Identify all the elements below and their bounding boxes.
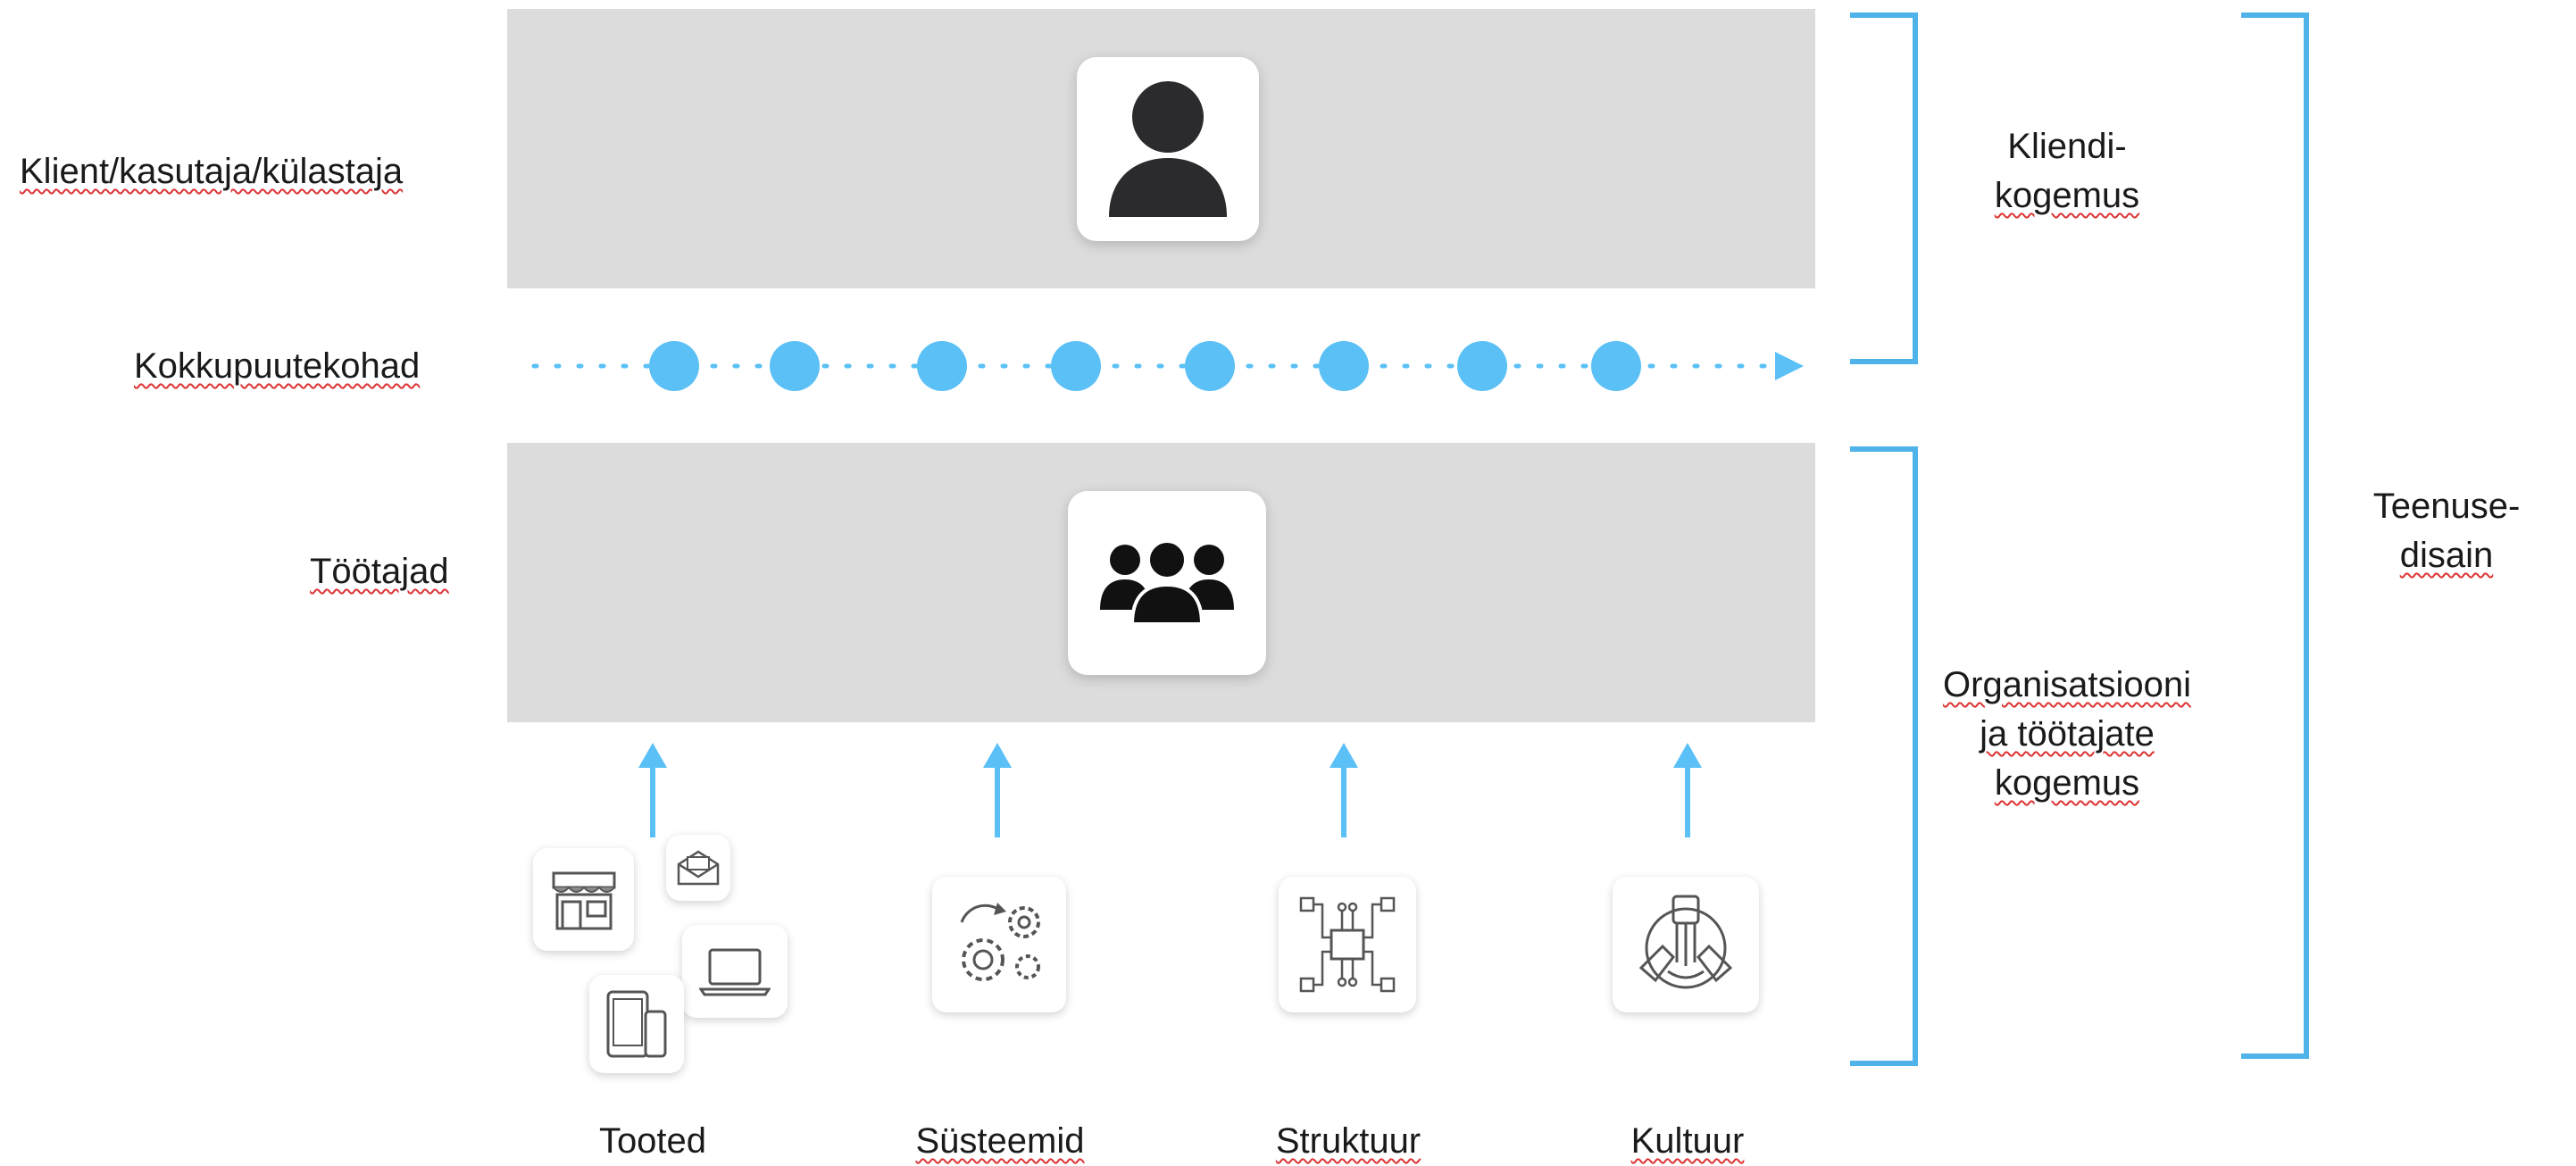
row-label-employees-text: Töötajad: [310, 552, 449, 591]
label-org-experience: Organisatsiooni ja töötajate kogemus: [1915, 661, 2219, 808]
label-culture: Kultuur: [1589, 1121, 1786, 1162]
label-products-text: Tooted: [598, 1121, 707, 1161]
laptop-icon: [699, 948, 771, 996]
person-icon: [1109, 81, 1227, 217]
row-label-employees: Töötajad: [310, 552, 449, 592]
label-service-design-line2: disain: [2399, 536, 2494, 575]
row-label-customer-text: Klient/kasutaja/külastaja: [20, 152, 404, 191]
label-products: Tooted: [563, 1121, 742, 1162]
touchpoints-timeline: [531, 341, 1804, 391]
mail-icon: [677, 850, 720, 886]
customer-card: [1077, 57, 1259, 241]
systems-card: [932, 877, 1066, 1012]
bracket-org-experience: [1850, 446, 1918, 1066]
label-systems: Süsteemid: [884, 1121, 1116, 1162]
employees-card: [1068, 491, 1266, 675]
touchpoint-dot: [770, 341, 820, 391]
group-icon: [1100, 539, 1234, 626]
store-card: [533, 848, 634, 951]
touchpoint-dot: [1319, 341, 1369, 391]
row-label-touchpoints-text: Kokkupuutekohad: [134, 346, 421, 386]
label-org-experience-line1: Organisatsiooni: [1943, 665, 2191, 704]
touchpoint-dots: [649, 341, 1641, 391]
tablet-phone-icon: [606, 990, 667, 1058]
up-arrow-structure: [1330, 743, 1358, 837]
touchpoint-dot: [917, 341, 967, 391]
label-structure: Struktuur: [1232, 1121, 1464, 1162]
touchpoint-dot: [1457, 341, 1507, 391]
label-structure-text: Struktuur: [1275, 1121, 1421, 1161]
label-culture-text: Kultuur: [1630, 1121, 1745, 1161]
touchpoint-dot: [1185, 341, 1235, 391]
up-arrow-systems: [983, 743, 1012, 837]
timeline-arrowhead: [1775, 352, 1804, 380]
bracket-service-design: [2241, 12, 2309, 1059]
culture-card: [1613, 877, 1759, 1012]
label-service-design-line1: Teenuse-: [2372, 487, 2521, 526]
row-label-touchpoints: Kokkupuutekohad: [134, 346, 420, 387]
label-customer-experience-line2: kogemus: [1994, 176, 2140, 215]
row-label-customer: Klient/kasutaja/külastaja: [20, 152, 403, 192]
label-systems-text: Süsteemid: [915, 1121, 1085, 1161]
mail-card: [666, 835, 730, 901]
touchpoint-dot: [649, 341, 699, 391]
gears-icon: [960, 903, 1040, 981]
up-arrow-products: [638, 743, 667, 837]
label-service-design: Teenuse- disain: [2322, 482, 2572, 580]
structure-card: [1279, 877, 1416, 1012]
laptop-card: [682, 925, 788, 1018]
up-arrow-culture: [1673, 743, 1702, 837]
network-structure-icon: [1299, 896, 1396, 993]
label-customer-experience-line1: Kliendi-: [2007, 127, 2127, 166]
touchpoint-dot: [1591, 341, 1641, 391]
store-icon: [552, 871, 615, 929]
label-customer-experience: Kliendi- kogemus: [1924, 122, 2210, 221]
label-org-experience-line2: ja töötajate: [1980, 714, 2155, 754]
handshake-icon: [1638, 895, 1733, 989]
touchpoint-dot: [1051, 341, 1101, 391]
bracket-customer-experience: [1850, 12, 1918, 364]
label-org-experience-line3: kogemus: [1994, 763, 2140, 803]
tablet-card: [589, 975, 684, 1073]
